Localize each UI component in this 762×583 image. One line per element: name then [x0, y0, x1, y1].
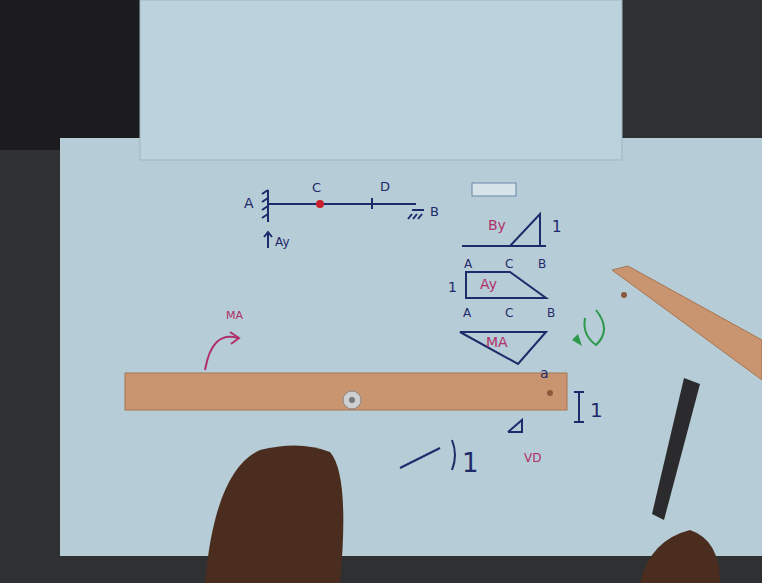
point-label: B — [547, 307, 555, 319]
point-label: B — [538, 258, 546, 270]
ordinate-value: 1 — [552, 220, 562, 235]
influence-line-shape: Ay — [462, 268, 550, 302]
influence-line-outline — [462, 268, 550, 302]
ordinate-value: a — [540, 366, 549, 380]
influence-line-label: MA — [486, 335, 508, 349]
reaction-label: Ay — [275, 236, 290, 248]
shear-label: VD — [524, 452, 541, 464]
moment-label: MA — [226, 310, 243, 321]
point-label: A — [463, 307, 471, 319]
unit-value: 1 — [462, 450, 479, 476]
influence-line-label: By — [488, 218, 506, 232]
unit-value: 1 — [590, 400, 603, 420]
ordinate-value: 1 — [448, 280, 457, 294]
point-label: B — [430, 205, 439, 218]
point-label: D — [380, 180, 390, 193]
point-label: C — [312, 181, 321, 194]
point-label: A — [464, 258, 472, 270]
point-label: C — [505, 258, 513, 270]
influence-line-shape: MA — [456, 326, 550, 368]
point-label: C — [505, 307, 513, 319]
influence-line-label: Ay — [480, 277, 497, 291]
influence-line-shape: By — [460, 210, 548, 252]
point-label: A — [244, 196, 254, 210]
